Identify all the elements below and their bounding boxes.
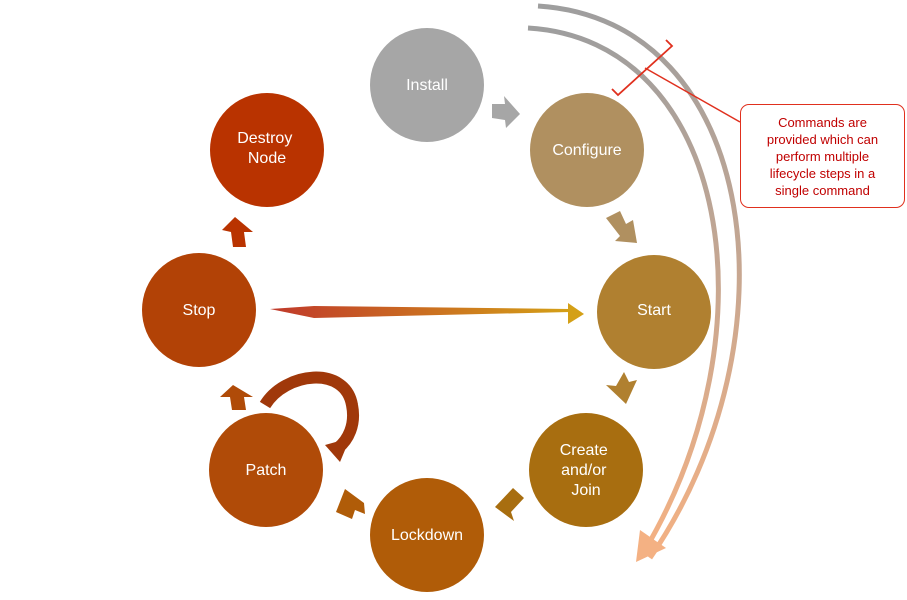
node-configure-label: Configure	[552, 142, 621, 159]
svg-text:Stop: Stop	[183, 302, 216, 319]
svg-text:Install: Install	[406, 77, 448, 94]
callout-line-5: single command	[775, 182, 870, 198]
node-lockdown: Lockdown	[370, 478, 484, 592]
node-stop-circle	[142, 253, 256, 367]
node-start-circle	[597, 255, 711, 369]
node-lockdown-label: Lockdown	[391, 527, 463, 544]
node-create-circle	[529, 413, 643, 527]
node-patch-label: Patch	[246, 462, 287, 479]
callout-line-1: Commands are	[778, 114, 867, 130]
node-patch: Patch	[209, 413, 323, 527]
callout-line-4: lifecycle steps in a	[769, 165, 876, 181]
node-create-label-line2: and/or	[561, 462, 607, 479]
svg-text:Create and/or Join: Create and/or Join	[560, 442, 612, 499]
arrow-install-to-configure	[492, 96, 520, 128]
node-install-label: Install	[406, 77, 448, 94]
arrow-create-to-lockdown	[495, 488, 524, 521]
arrow-stop-to-start	[270, 303, 584, 324]
callout-box: Commands are provided which can perform …	[740, 104, 905, 208]
node-stop: Stop	[142, 253, 256, 367]
node-start: Start	[597, 255, 711, 369]
node-configure: Configure	[530, 93, 644, 207]
callout-bracket	[611, 39, 741, 123]
arrow-lockdown-to-patch	[336, 489, 365, 519]
node-create-label-line1: Create	[560, 442, 608, 459]
node-configure-circle	[530, 93, 644, 207]
node-destroy-label-line1: Destroy	[237, 130, 292, 147]
callout-line-2: provided which can	[766, 131, 879, 147]
svg-text:Lockdown: Lockdown	[391, 527, 463, 544]
svg-text:Start: Start	[637, 302, 671, 319]
node-create-label-line3: Join	[571, 482, 600, 499]
node-destroy-label-line2: Node	[248, 150, 286, 167]
node-patch-circle	[209, 413, 323, 527]
arrow-stop-to-destroy	[222, 217, 253, 247]
node-destroy-circle	[210, 93, 324, 207]
arrow-configure-to-start	[606, 211, 637, 243]
node-install: Install	[370, 28, 484, 142]
node-stop-label: Stop	[183, 302, 216, 319]
step-arrows	[220, 96, 637, 521]
callout-line-3: perform multiple	[775, 148, 870, 164]
svg-text:Configure: Configure	[552, 142, 621, 159]
svg-text:Patch: Patch	[246, 462, 287, 479]
svg-text:Destroy Node: Destroy Node	[237, 130, 297, 167]
arrow-patch-to-stop	[220, 385, 253, 410]
arrow-start-to-create	[606, 372, 637, 404]
node-lockdown-circle	[370, 478, 484, 592]
node-destroy-node: Destroy Node	[210, 93, 324, 207]
multi-step-arc-arrow	[527, 3, 742, 562]
node-create-join: Create and/or Join	[529, 413, 643, 527]
patch-loop-arrow	[259, 371, 359, 462]
node-start-label: Start	[637, 302, 671, 319]
node-install-circle	[370, 28, 484, 142]
